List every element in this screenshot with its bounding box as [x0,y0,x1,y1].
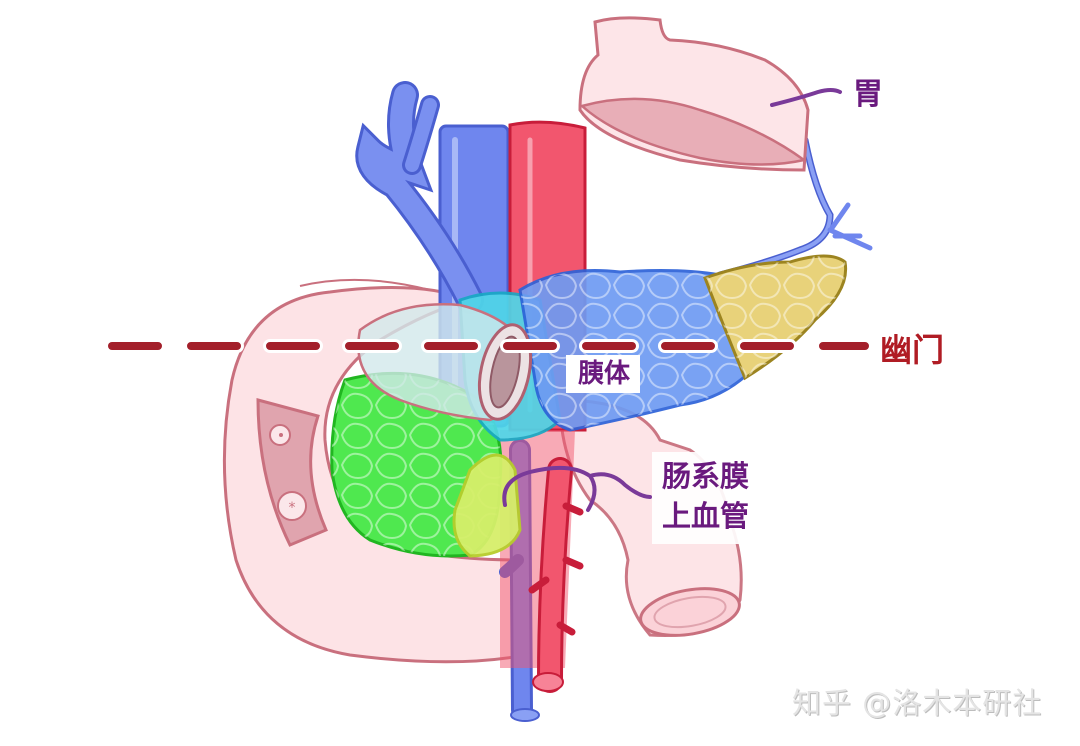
major-papilla [277,491,307,521]
duodenum: * [222,278,522,664]
pancreas-body-label: 胰体 [566,355,641,393]
sma-label-line1: 肠系膜 [662,459,750,493]
duodenal-bulb [357,303,533,422]
stomach-leader [770,88,842,107]
sma-leader [502,465,652,512]
superior-mesenteric-vessels-label: 肠系膜 上血管 [652,452,758,544]
pylorus-label: 幽门 [880,331,945,369]
stomach [578,16,810,172]
stomach-label: 胃 [853,77,883,112]
svg-text:*: * [289,500,296,516]
sma-label-line2: 上血管 [662,499,750,533]
uncinate-process [452,453,522,558]
watermark: 知乎 @洛木本研社 [792,686,1043,720]
